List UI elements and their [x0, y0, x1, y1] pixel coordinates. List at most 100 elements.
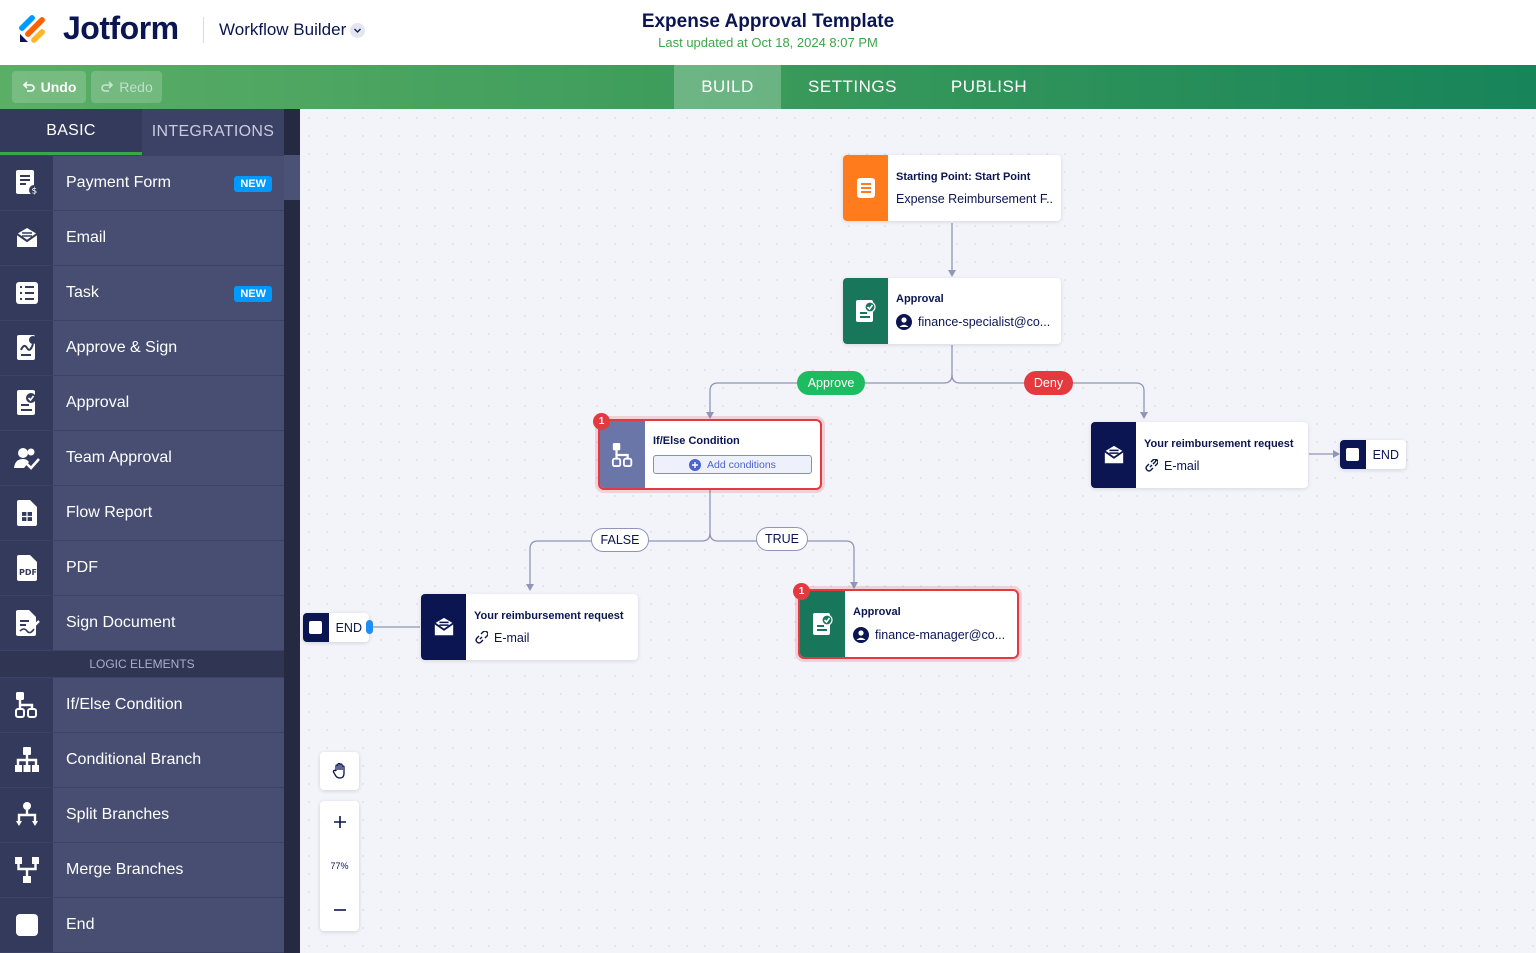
- sidebar-item-conditional-branch[interactable]: Conditional Branch: [0, 733, 284, 787]
- sidebar-item-label: Split Branches: [66, 806, 170, 823]
- error-count-badge[interactable]: 1: [593, 413, 610, 430]
- pdf-icon: PDF: [0, 541, 53, 595]
- node-title: Approval: [853, 605, 901, 618]
- sidebar-item-label: Conditional Branch: [66, 751, 202, 768]
- svg-text:$: $: [31, 187, 37, 197]
- sidebar-item-end[interactable]: End: [0, 898, 284, 952]
- node-title: Starting Point: Start Point: [896, 170, 1031, 183]
- sidebar-item-approve-sign[interactable]: Approve & Sign: [0, 321, 284, 375]
- end-icon: [0, 898, 53, 952]
- sidebar-item-label: Merge Branches: [66, 861, 184, 878]
- link-icon: [1145, 458, 1158, 472]
- end-icon: [303, 613, 329, 642]
- error-count-badge[interactable]: 1: [793, 583, 810, 600]
- sign-document-icon: [0, 596, 53, 650]
- start-point-node[interactable]: Starting Point: Start Point Expense Reim…: [843, 155, 1061, 221]
- flow-report-icon: [0, 486, 53, 540]
- approval-icon: [800, 591, 845, 657]
- zoom-in-button[interactable]: [320, 809, 359, 835]
- assignee-email: finance-manager@co...: [875, 627, 1006, 642]
- undo-button[interactable]: Undo: [12, 71, 86, 103]
- conditional-branch-icon: [0, 733, 53, 787]
- header-divider: [203, 17, 204, 43]
- email-icon: [421, 594, 466, 660]
- hand-icon: [332, 762, 345, 779]
- jotform-logo-icon[interactable]: [18, 12, 50, 44]
- tab-basic[interactable]: BASIC: [0, 109, 142, 155]
- tab-build[interactable]: BUILD: [674, 65, 781, 109]
- email-node-false[interactable]: Your reimbursement request E-mail: [421, 594, 638, 660]
- tab-integrations[interactable]: INTEGRATIONS: [151, 123, 275, 140]
- user-icon: [896, 313, 912, 330]
- sidebar-item-flow-report[interactable]: Flow Report: [0, 486, 284, 540]
- build-toolbar: Undo Redo BUILD SETTINGS PUBLISH: [0, 65, 1536, 109]
- approval-node-specialist[interactable]: Approval finance-specialist@co...: [843, 278, 1061, 344]
- user-icon: [853, 626, 869, 643]
- task-icon: [0, 266, 53, 320]
- redo-button[interactable]: Redo: [91, 71, 162, 103]
- sidebar-scrollbar-thumb[interactable]: [284, 155, 300, 200]
- chevron-down-icon[interactable]: [350, 23, 365, 38]
- if-else-icon: [0, 678, 53, 732]
- sidebar-item-pdf[interactable]: PDF PDF: [0, 541, 284, 595]
- tab-publish[interactable]: PUBLISH: [950, 77, 1028, 96]
- workflow-canvas[interactable]: Starting Point: Start Point Expense Reim…: [300, 109, 1536, 953]
- sidebar-item-sign-document[interactable]: Sign Document: [0, 596, 284, 650]
- tab-settings[interactable]: SETTINGS: [807, 77, 897, 96]
- payment-form-icon: $: [0, 156, 53, 210]
- deny-branch-label[interactable]: Deny: [1024, 371, 1073, 395]
- end-node-false[interactable]: END: [303, 613, 369, 642]
- sidebar-item-split-branches[interactable]: Split Branches: [0, 788, 284, 842]
- end-icon: [1340, 440, 1366, 469]
- new-badge: NEW: [234, 176, 272, 192]
- sidebar-item-team-approval[interactable]: Team Approval: [0, 431, 284, 485]
- last-updated-text: Last updated at Oct 18, 2024 8:07 PM: [658, 35, 878, 50]
- approval-node-manager[interactable]: Approval finance-manager@co... 1: [793, 583, 1019, 659]
- pan-hand-button[interactable]: [320, 752, 359, 790]
- email-icon: [1091, 422, 1136, 488]
- node-title: Approval: [896, 292, 944, 305]
- document-title[interactable]: Expense Approval Template: [641, 11, 895, 32]
- end-label: END: [1372, 447, 1399, 462]
- email-type-label: E-mail: [1164, 458, 1200, 473]
- sidebar-item-label: PDF: [66, 559, 98, 576]
- sidebar-scrollbar-track[interactable]: [284, 109, 300, 953]
- add-conditions-button[interactable]: Add conditions: [653, 455, 812, 474]
- end-node-deny[interactable]: END: [1340, 440, 1406, 469]
- approval-icon: [843, 278, 888, 344]
- sidebar-item-if-else[interactable]: If/Else Condition: [0, 678, 284, 732]
- if-else-icon: [600, 421, 645, 488]
- approve-branch-label[interactable]: Approve: [797, 371, 865, 395]
- sidebar-item-approval[interactable]: Approval: [0, 376, 284, 430]
- assignee-email: finance-specialist@co...: [918, 314, 1051, 329]
- svg-text:PDF: PDF: [19, 568, 37, 577]
- plus-circle-icon: [689, 458, 702, 471]
- sidebar-item-label: End: [66, 916, 95, 933]
- product-switcher[interactable]: Workflow Builder: [219, 20, 347, 39]
- false-branch-label[interactable]: FALSE: [591, 528, 649, 552]
- sidebar-item-label: Team Approval: [66, 449, 172, 466]
- sidebar-item-label: Flow Report: [66, 504, 153, 521]
- split-branches-icon: [0, 788, 53, 842]
- connection-handle[interactable]: [366, 620, 373, 634]
- redo-icon: [101, 81, 114, 92]
- sidebar-item-merge-branches[interactable]: Merge Branches: [0, 843, 284, 897]
- end-label: END: [335, 620, 362, 635]
- if-else-condition-node[interactable]: If/Else Condition Add conditions 1: [593, 413, 822, 490]
- add-conditions-label: Add conditions: [707, 458, 776, 471]
- zoom-controls: 77%: [320, 801, 359, 931]
- email-node-deny[interactable]: Your reimbursement request E-mail: [1091, 422, 1308, 488]
- form-icon: [843, 155, 888, 221]
- undo-label: Undo: [40, 79, 77, 95]
- sidebar-item-email[interactable]: Email: [0, 211, 284, 265]
- logic-elements-header: LOGIC ELEMENTS: [0, 651, 284, 677]
- zoom-out-button[interactable]: [320, 897, 359, 923]
- new-badge: NEW: [234, 286, 272, 302]
- true-branch-label[interactable]: TRUE: [756, 527, 808, 551]
- connector-lines: [370, 223, 1340, 628]
- zoom-level: 77%: [330, 861, 349, 871]
- node-subtitle: Expense Reimbursement F...: [896, 191, 1053, 206]
